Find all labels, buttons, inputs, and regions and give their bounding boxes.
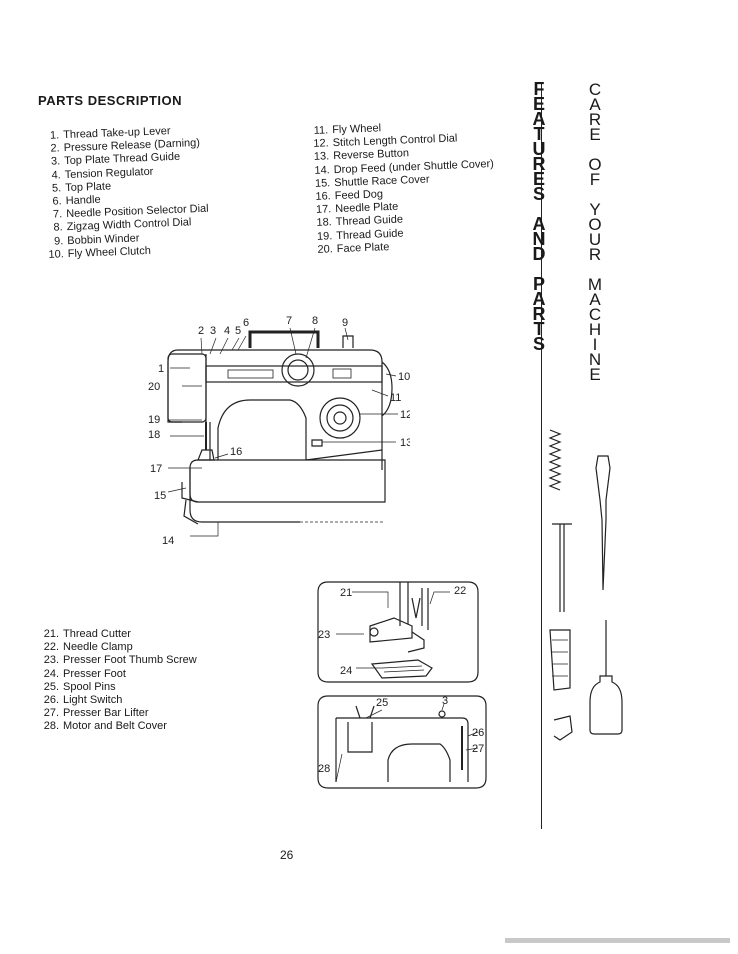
- callout-19: 19: [148, 414, 160, 426]
- callout-8: 8: [312, 315, 318, 327]
- presser-foot-detail: 21 22 23 24: [317, 581, 479, 683]
- callout-12: 12: [400, 409, 410, 421]
- list-item: 25.Spool Pins: [43, 680, 116, 693]
- side-title-letter: F: [533, 79, 545, 99]
- callout-20: 20: [148, 381, 160, 393]
- side-title-letter: I: [592, 335, 598, 354]
- side-title-letter: D: [532, 244, 546, 264]
- oil-can-icon: [589, 620, 623, 735]
- parts-heading: PARTS DESCRIPTION: [38, 93, 183, 108]
- callout-25: 25: [376, 697, 388, 709]
- list-item: 24.Presser Foot: [43, 667, 126, 680]
- side-title-letter: A: [532, 109, 546, 129]
- side-title-letter: N: [588, 350, 602, 369]
- list-item: 27.Presser Bar Lifter: [43, 707, 149, 720]
- callout-4: 4: [224, 325, 230, 337]
- side-title-letter: C: [588, 305, 602, 324]
- side-title-letter: R: [588, 110, 602, 129]
- callout-17: 17: [150, 463, 162, 475]
- side-title-letter: A: [589, 290, 601, 309]
- list-item: 22.Needle Clamp: [43, 641, 133, 654]
- callout-27: 27: [472, 743, 484, 755]
- side-title-letter: P: [532, 274, 545, 294]
- rear-view-detail: 25 3 26 27 28: [317, 695, 487, 789]
- list-item: 21.Thread Cutter: [43, 628, 131, 640]
- side-title-letter: A: [589, 95, 601, 114]
- callout-3-rear: 3: [442, 695, 448, 707]
- side-title-letter: E: [532, 169, 545, 189]
- callout-10: 10: [398, 371, 410, 383]
- side-title-letter: C: [588, 80, 602, 99]
- callout-16: 16: [230, 446, 242, 458]
- margin-rule: [541, 84, 542, 829]
- callout-21: 21: [340, 587, 352, 599]
- callout-13: 13: [400, 437, 410, 449]
- bobbin-hook-icon: [553, 715, 573, 741]
- side-title-letter: U: [532, 139, 546, 159]
- callout-23: 23: [318, 629, 330, 641]
- callout-3: 3: [210, 325, 216, 337]
- side-title-letter: S: [532, 184, 545, 204]
- side-title-letter: S: [532, 334, 545, 354]
- callout-18: 18: [148, 429, 160, 441]
- callout-6: 6: [243, 317, 249, 329]
- callout-15: 15: [154, 490, 166, 502]
- page-number: 26: [280, 848, 294, 862]
- side-title-letter: R: [532, 154, 546, 174]
- side-title-letter: T: [533, 124, 545, 144]
- side-title-letter: A: [532, 214, 546, 234]
- scan-edge-shadow: [505, 938, 730, 943]
- callout-24: 24: [340, 665, 352, 677]
- callout-22: 22: [454, 585, 466, 597]
- needle-icon: [552, 523, 572, 612]
- side-title-letter: O: [588, 155, 602, 174]
- zigzag-stitch-icon: [548, 429, 562, 491]
- side-title-letter: U: [588, 230, 602, 249]
- parts-list-1: 1.Thread Take-up Lever 2.Pressure Releas…: [42, 124, 210, 262]
- callout-14: 14: [162, 535, 174, 547]
- side-title-letter: E: [589, 125, 601, 144]
- side-title-letter: N: [532, 229, 546, 249]
- side-title-letter: F: [589, 170, 601, 189]
- side-title-letter: Y: [589, 200, 601, 219]
- side-title-letter: H: [588, 320, 602, 339]
- sewing-machine-illustration: 2 3 4 5 6 7 8 9 1 20 10 11 12 13 19 18 1…: [148, 315, 410, 547]
- parts-list-3: 21.Thread Cutter 22.Needle Clamp 23.Pres…: [42, 628, 197, 734]
- callout-9: 9: [342, 317, 348, 329]
- parts-list-2: 11.Fly Wheel 12.Stitch Length Control Di…: [311, 118, 497, 257]
- side-title-letter: E: [532, 94, 545, 114]
- screwdriver-icon: [595, 455, 611, 591]
- list-item: 23.Presser Foot Thumb Screw: [43, 654, 197, 667]
- callout-2: 2: [198, 325, 204, 337]
- side-title-letter: R: [532, 304, 546, 324]
- callout-7: 7: [286, 315, 292, 327]
- list-item: 28.Motor and Belt Cover: [43, 720, 167, 733]
- side-title-letter: A: [532, 289, 546, 309]
- callout-1: 1: [158, 363, 164, 375]
- side-title-letter: M: [587, 275, 603, 294]
- list-item: 26.Light Switch: [43, 694, 123, 707]
- callout-11: 11: [390, 392, 401, 404]
- presser-foot-icon: [549, 629, 571, 691]
- accessory-illustrations: [548, 429, 623, 741]
- side-title-letter: R: [588, 245, 602, 264]
- callout-5: 5: [235, 325, 241, 337]
- side-title-letter: E: [589, 365, 601, 384]
- side-title-letter: O: [588, 215, 602, 234]
- callout-26: 26: [472, 727, 484, 739]
- callout-28: 28: [318, 763, 330, 775]
- side-title-letter: T: [533, 319, 545, 339]
